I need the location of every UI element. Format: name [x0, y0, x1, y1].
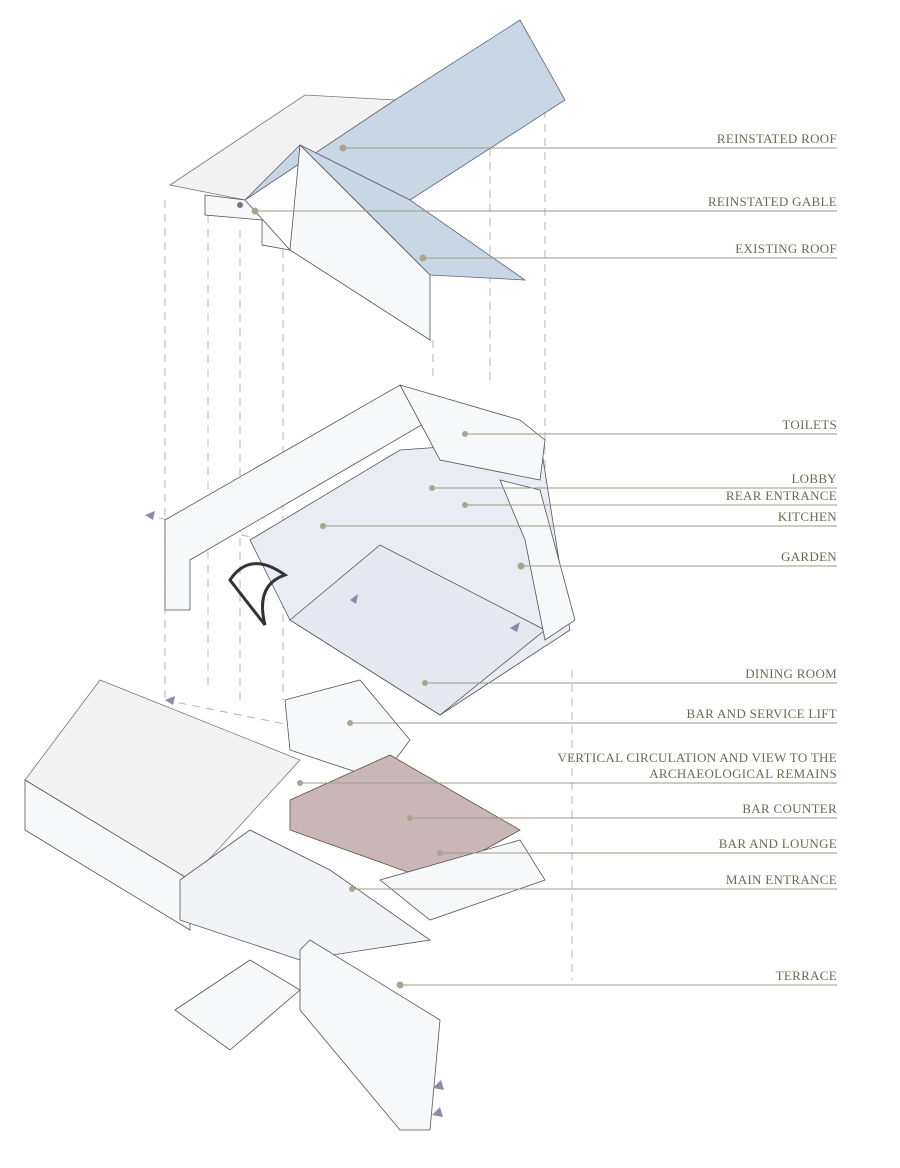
label-vertical-circulation-line2: ARCHAEOLOGICAL REMAINS	[649, 766, 837, 781]
circulation-arrows	[145, 511, 520, 1117]
label-main-entrance: MAIN ENTRANCE	[725, 872, 837, 887]
label-dining-room: DINING ROOM	[745, 666, 837, 681]
gable-window	[237, 202, 243, 208]
label-bar-service-lift: BAR AND SERVICE LIFT	[686, 706, 837, 721]
label-kitchen: KITCHEN	[777, 509, 837, 524]
leader-lines	[251, 144, 837, 989]
ground-floor	[24, 679, 546, 1131]
label-lobby: LOBBY	[791, 471, 837, 486]
roof-level	[168, 19, 566, 341]
label-existing-roof: EXISTING ROOF	[735, 241, 837, 256]
label-reinstated-roof: REINSTATED ROOF	[716, 131, 837, 146]
label-bar-counter: BAR COUNTER	[742, 801, 837, 816]
label-toilets: TOILETS	[782, 417, 837, 432]
label-garden: GARDEN	[781, 549, 837, 564]
label-rear-entrance: REAR ENTRANCE	[725, 488, 837, 503]
first-floor	[164, 384, 576, 716]
label-reinstated-gable: REINSTATED GABLE	[707, 194, 837, 209]
label-bar-lounge: BAR AND LOUNGE	[718, 836, 837, 851]
label-vertical-circulation-line1: VERTICAL CIRCULATION AND VIEW TO THE	[557, 750, 837, 765]
label-terrace: TERRACE	[775, 968, 837, 983]
